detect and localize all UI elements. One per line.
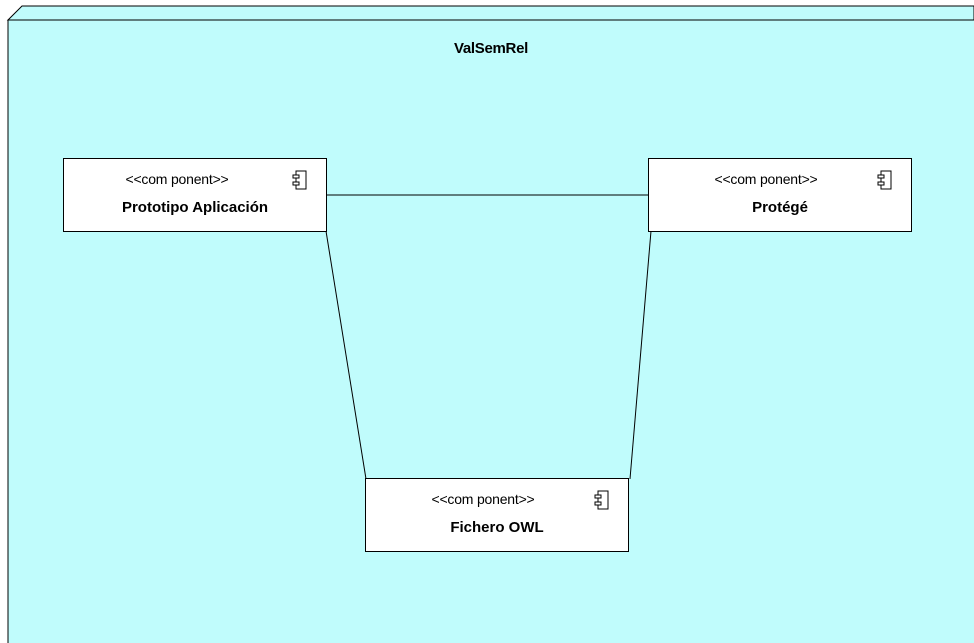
component-stereotype: <<com ponent>> <box>125 171 229 187</box>
component-name: Fichero OWL <box>450 519 544 536</box>
component-stereotype: <<com ponent>> <box>714 171 818 187</box>
component-icon <box>292 170 307 190</box>
component-name: Protégé <box>752 199 808 216</box>
node-top-face <box>6 5 974 21</box>
node-title: ValSemRel <box>453 40 528 57</box>
component-icon <box>877 170 892 190</box>
component-fichero-owl[interactable]: <<com ponent>> Fichero OWL <box>365 478 629 552</box>
connector-prototipo-fichero[interactable] <box>325 230 367 480</box>
component-name: Prototipo Aplicación <box>121 199 269 216</box>
connector-protege-fichero[interactable] <box>629 230 652 480</box>
component-stereotype: <<com ponent>> <box>431 491 535 507</box>
component-prototipo-aplicacion[interactable]: <<com ponent>> Prototipo Aplicación <box>63 158 327 232</box>
component-protege[interactable]: <<com ponent>> Protégé <box>648 158 912 232</box>
component-icon <box>594 490 609 510</box>
